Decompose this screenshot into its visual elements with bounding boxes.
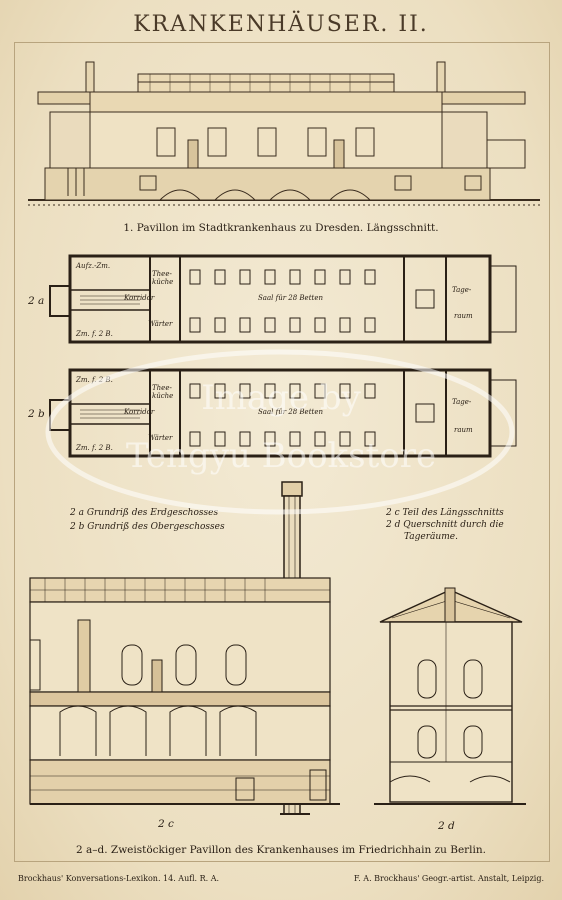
plan-b-zm-top-label: Zm. f. 2 B. <box>76 376 113 384</box>
plan-b-zm-label: Zm. f. 2 B. <box>76 444 113 452</box>
plan-a-aufz-label: Aufz.-Zm. <box>76 262 111 270</box>
plan-a-thee-label: Thee-küche <box>152 270 174 286</box>
fig1-caption: 1. Pavillon im Stadtkrankenhaus zu Dresd… <box>123 222 439 234</box>
fig2b-marker: 2 b <box>28 408 45 420</box>
legend-2b: 2 b Grundriß des Obergeschosses <box>70 522 225 532</box>
plan-b-saal-label: Saal für 28 Betten <box>258 408 323 416</box>
plan-b-tage1-label: Tage- <box>452 398 472 406</box>
fig2d-cross-section <box>374 587 526 805</box>
page-title: KRANKENHÄUSER. II. <box>133 12 429 37</box>
plan-b-tage2-label: raum <box>454 426 473 434</box>
plan-a-waerter-label: Wärter <box>148 320 173 328</box>
watermark-line1: Image by <box>201 378 361 418</box>
plate-frame <box>14 42 550 862</box>
fig2a-marker: 2 a <box>28 295 45 307</box>
legend-2a: 2 a Grundriß des Erdgeschosses <box>70 508 219 518</box>
plan-b-korridor-label: Korridor <box>124 408 155 416</box>
plan-a-saal-label: Saal für 28 Betten <box>258 294 323 302</box>
footer-left: Brockhaus' Konversations-Lexikon. 14. Au… <box>18 874 220 883</box>
fig1-longitudinal-section <box>28 61 540 206</box>
fig2a-ground-floor-plan <box>49 254 517 344</box>
watermark-line2: Tengyu Bookstore <box>125 436 437 476</box>
legend-2d-line2: Tageräume. <box>404 532 458 542</box>
fig2c-longitudinal-section <box>29 481 340 815</box>
plan-a-tage2-label: raum <box>454 312 473 320</box>
footer-right: F. A. Brockhaus' Geogr.-artist. Anstalt,… <box>353 874 544 883</box>
legend-2c: 2 c Teil des Längsschnitts <box>386 508 504 518</box>
fig2d-label: 2 d <box>438 820 455 832</box>
plan-a-zm-label: Zm. f. 2 B. <box>76 330 113 338</box>
main-caption: 2 a–d. Zweistöckiger Pavillon des Kranke… <box>75 844 487 856</box>
plan-b-thee-label: Thee-küche <box>152 384 174 400</box>
fig2c-label: 2 c <box>158 818 174 830</box>
legend-2d-line1: 2 d Querschnitt durch die <box>386 520 504 530</box>
plan-a-tage1-label: Tage- <box>452 286 472 294</box>
plan-a-korridor-label: Korridor <box>124 294 155 302</box>
plan-b-waerter-label: Wärter <box>148 434 173 442</box>
fig2b-upper-floor-plan <box>49 368 517 458</box>
